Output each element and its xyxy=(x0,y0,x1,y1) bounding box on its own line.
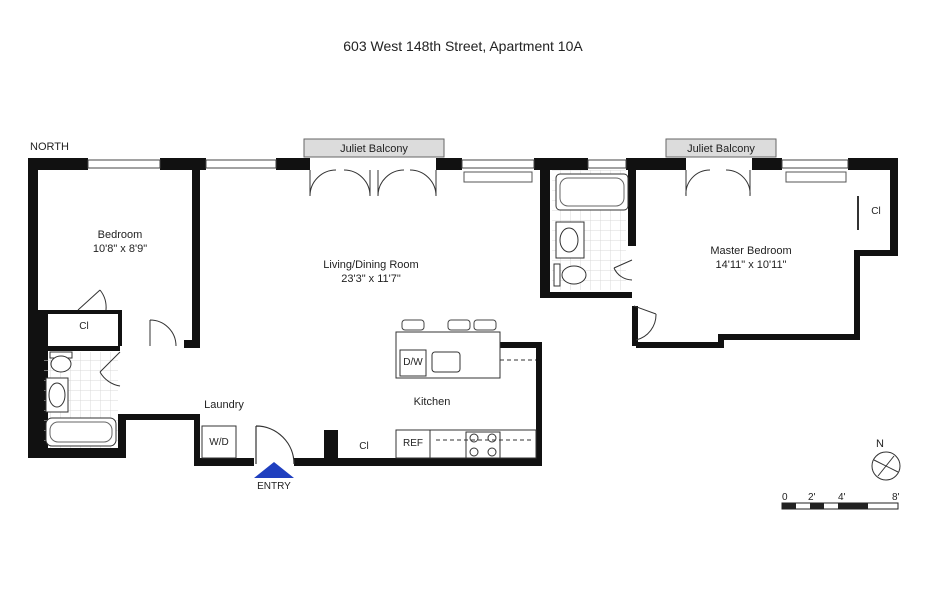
balcony-label-left: Juliet Balcony xyxy=(340,143,408,155)
master-bathroom xyxy=(552,170,629,290)
juliet-balcony-left: Juliet Balcony xyxy=(303,138,445,158)
scale-tick-2: 2' xyxy=(808,492,816,503)
north-label: NORTH xyxy=(30,141,69,153)
window-sills xyxy=(463,171,847,183)
compass-icon xyxy=(871,451,901,481)
bedroom-closet-label: Cl xyxy=(79,321,89,332)
interior-walls xyxy=(36,168,638,351)
entry-arrow-icon xyxy=(254,462,294,478)
kitchen-counter-island xyxy=(395,331,536,379)
left-bathroom xyxy=(44,351,118,448)
kitchen-label: Kitchen xyxy=(413,396,451,408)
scale-tick-4: 4' xyxy=(838,492,846,503)
bedroom-name: Bedroom xyxy=(97,229,143,241)
windows xyxy=(87,159,849,169)
washer-dryer xyxy=(201,425,237,459)
laundry-label: Laundry xyxy=(204,399,244,411)
living-room-dims: 23'3" x 11'7" xyxy=(341,273,401,285)
bedroom-label: Bedroom 10'8" x 8'9" xyxy=(70,228,170,256)
master-bedroom-dims: 14'11" x 10'11" xyxy=(715,259,787,271)
scale-tick-8: 8' xyxy=(892,492,900,503)
kitchen-back-counter xyxy=(395,429,537,459)
exterior-walls xyxy=(28,158,898,466)
entry-label: ENTRY xyxy=(257,481,291,492)
plan-title: 603 West 148th Street, Apartment 10A xyxy=(343,38,583,54)
scale-bar xyxy=(781,502,899,510)
doors xyxy=(77,169,859,465)
living-room-label: Living/Dining Room 23'3" x 11'7" xyxy=(316,258,426,286)
living-room-name: Living/Dining Room xyxy=(323,259,419,271)
bedroom-dims: 10'8" x 8'9" xyxy=(92,243,148,255)
balcony-label-right: Juliet Balcony xyxy=(687,143,755,155)
master-closet-label: Cl xyxy=(871,206,881,217)
kitchen-closet-label: Cl xyxy=(359,441,369,452)
master-bedroom-label: Master Bedroom 14'11" x 10'11" xyxy=(696,244,806,272)
compass-label: N xyxy=(876,438,884,450)
washer-dryer-label: W/D xyxy=(209,437,229,448)
scale-tick-0: 0 xyxy=(782,492,788,503)
bar-stools xyxy=(401,319,497,331)
dishwasher-label: D/W xyxy=(403,357,423,368)
juliet-balcony-right: Juliet Balcony xyxy=(665,138,777,158)
fridge-label: REF xyxy=(403,438,423,449)
master-bedroom-name: Master Bedroom xyxy=(710,245,792,257)
